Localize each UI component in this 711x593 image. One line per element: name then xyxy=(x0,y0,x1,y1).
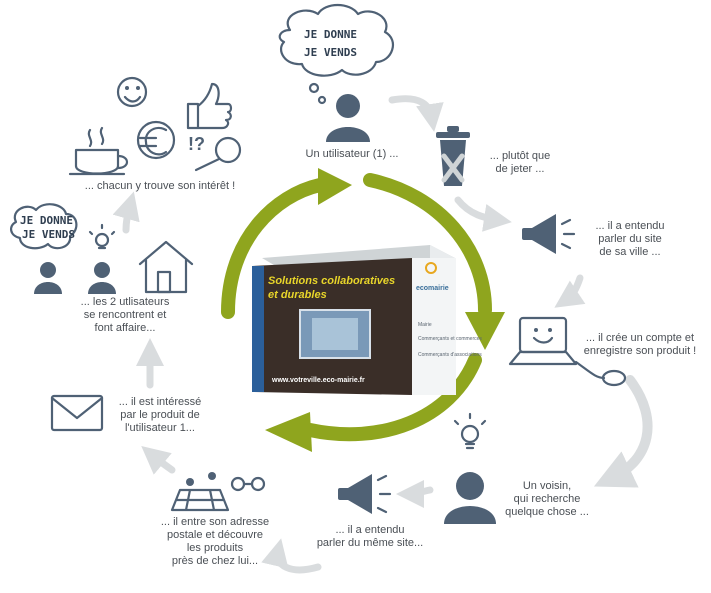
bubble-small-line2: JE VENDS xyxy=(22,228,75,241)
trash-can-icon xyxy=(436,126,470,186)
house-icon xyxy=(138,240,194,294)
flow-arrow-3 xyxy=(554,274,586,308)
cycle-arrows xyxy=(221,168,505,452)
exclamation-question-icon: !? xyxy=(188,134,205,154)
smiley-icon xyxy=(116,76,148,108)
step-4-label: ... il crée un compte et enregistre son … xyxy=(583,332,697,357)
flow-arrows xyxy=(112,95,653,574)
user-icon xyxy=(326,94,370,142)
envelope-icon xyxy=(50,394,104,432)
step-1-label: Un utilisateur (1) ... xyxy=(305,148,399,160)
step-3-label: ... il a entendu parler du site de sa vi… xyxy=(595,220,665,258)
neighbor-user-icon xyxy=(444,472,496,524)
box-side-3: Commerçants d'associations xyxy=(418,352,482,358)
box-title-2: et durables xyxy=(268,289,327,301)
lightbulb-icon xyxy=(453,412,487,450)
cycle-arrowhead-top xyxy=(318,168,352,205)
step-9-label: ... les 2 utlisateurs se rencontrent et … xyxy=(80,296,170,334)
flow-arrow-5 xyxy=(396,479,434,508)
cycle-arrowhead-right xyxy=(465,312,505,350)
bubble-big-line2: JE VENDS xyxy=(304,46,357,59)
flow-arrow-1 xyxy=(388,95,444,132)
box-url: www.votreville.eco-mairie.fr xyxy=(271,377,365,384)
box-title-1: Solutions collaboratives xyxy=(268,275,395,287)
user-icon-small-1 xyxy=(34,262,62,294)
user-icon-small-2 xyxy=(88,262,116,294)
megaphone-icon xyxy=(522,214,576,254)
product-box: Solutions collaboratives et durables www… xyxy=(252,245,482,395)
cycle-arrow-right xyxy=(363,173,492,317)
box-brand: ecomairie xyxy=(416,285,449,292)
glasses-icon xyxy=(230,476,266,492)
thought-bubble-icon: JE DONNE JE VENDS xyxy=(278,3,395,105)
box-brand-logo xyxy=(425,262,437,274)
megaphone-icon-2 xyxy=(338,474,392,514)
box-side-1: Mairie xyxy=(418,322,432,328)
flow-arrow-7 xyxy=(141,446,176,475)
bubble-big-line1: JE DONNE xyxy=(304,28,357,41)
step-10-label: ... chacun y trouve son intérêt ! xyxy=(84,180,236,192)
map-pins-icon xyxy=(170,472,230,512)
thumbs-up-icon xyxy=(186,82,233,130)
box-side-2: Commerçants et commerces xyxy=(418,336,482,342)
laptop-icon xyxy=(508,316,578,366)
bubble-small-line1: JE DONNE xyxy=(20,214,73,227)
step-8-label: ... il est intéressé par le produit de l… xyxy=(118,396,202,434)
coffee-cup-icon xyxy=(68,126,129,176)
cycle-arrowhead-bottom xyxy=(265,412,312,452)
small-thought-bubble-icon: JE DONNE JE VENDS xyxy=(10,203,78,250)
step-2-label: ... plutôt que de jeter ... xyxy=(489,150,551,175)
flow-arrow-6 xyxy=(261,538,322,574)
svg-text:!?: !? xyxy=(188,134,205,154)
magnifier-icon xyxy=(194,136,242,172)
flow-arrow-4 xyxy=(593,375,653,488)
step-6-label: ... il a entendu parler du même site... xyxy=(316,524,424,549)
euro-coin-icon xyxy=(136,120,176,160)
step-5-label: Un voisin, qui recherche quelque chose .… xyxy=(505,480,589,518)
flow-arrow-9 xyxy=(112,191,140,234)
cycle-arrow-top xyxy=(221,178,327,319)
flow-arrow-2 xyxy=(454,196,512,232)
mouse-icon xyxy=(574,360,627,387)
cycle-arrow-bottom xyxy=(303,353,482,442)
step-7-label: ... il entre son adresse postale et déco… xyxy=(160,516,270,567)
lightbulb-icon-2 xyxy=(88,223,116,250)
